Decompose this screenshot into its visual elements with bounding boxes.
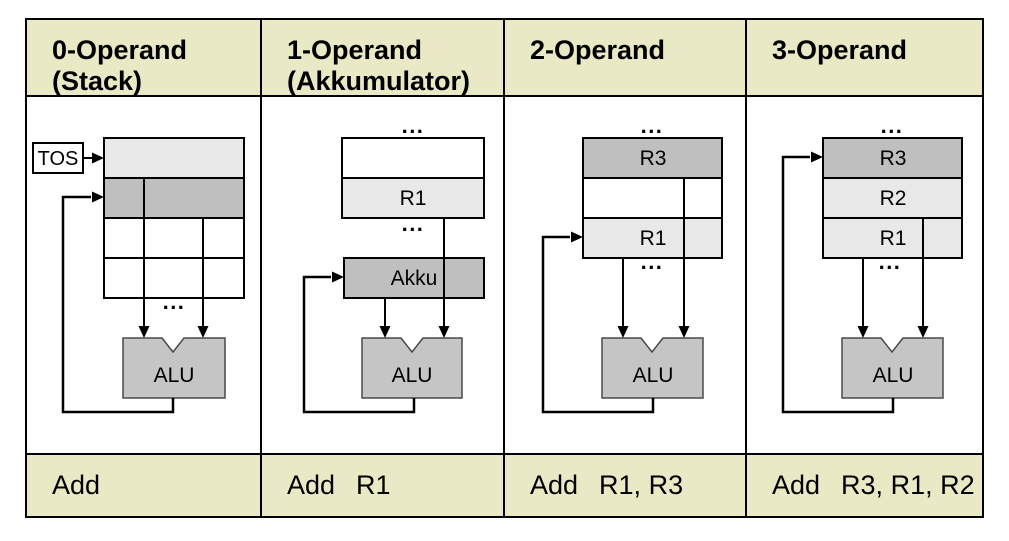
instruction-add-stack: Add: [27, 455, 262, 516]
instruction-operands: R1, R3: [599, 470, 684, 500]
arrow-down-icon: [617, 326, 629, 338]
arrow-right-icon: [811, 151, 823, 163]
result-feedback-line: [541, 235, 655, 414]
ellipsis-top: ...: [402, 113, 425, 138]
stack-cell-second: [103, 177, 245, 219]
arrow-right-icon: [332, 271, 344, 283]
alu-label: ALU: [154, 364, 195, 387]
alu-box: [841, 337, 944, 399]
register-r1-label: R1: [880, 227, 907, 250]
register-r2-label: R2: [880, 187, 907, 210]
stack-cell-top: [103, 137, 245, 179]
arrow-right-icon: [571, 231, 583, 243]
diagram-three-operand-architecture: ... R3 R2 R1 ... ALU: [747, 97, 982, 455]
header-1-operand: 1-Operand (Akkumulator): [262, 20, 505, 97]
register-cell-empty: [341, 137, 485, 179]
stack-cell-third: [103, 217, 245, 259]
alu-label: ALU: [873, 364, 914, 387]
result-feedback-line: [781, 155, 895, 414]
ellipsis-top: ...: [641, 113, 664, 138]
register-cell-r1: [341, 177, 485, 219]
alu-box: [601, 337, 704, 399]
ellipsis-middle: ...: [879, 249, 902, 274]
header-line1: 1-Operand: [287, 35, 423, 65]
akkumulator-architecture-drawing: ... R1 ... Akku ALU: [302, 113, 485, 414]
instruction-add-two-operand: Add R1, R3: [505, 455, 747, 516]
header-0-operand: 0-Operand (Stack): [27, 20, 262, 97]
ellipsis-bottom: ...: [163, 289, 186, 314]
register-r3-label: R3: [880, 147, 907, 170]
register-cell-r1: [582, 217, 723, 259]
arrow-down-icon: [197, 326, 209, 338]
header-line1: 2-Operand: [530, 35, 666, 65]
three-operand-architecture-drawing: ... R3 R2 R1 ... ALU: [781, 113, 963, 414]
arrow-down-icon: [438, 326, 450, 338]
diagram-two-operand-architecture: ... R3 R1 ... ALU: [505, 97, 747, 455]
instruction-add-three-operand: Add R3, R1, R2: [747, 455, 982, 516]
ellipsis-top: ...: [881, 113, 904, 138]
diagram-akkumulator-architecture: ... R1 ... Akku ALU: [262, 97, 505, 455]
ellipsis-middle: ...: [402, 211, 425, 236]
instruction-add-akku: Add R1: [262, 455, 505, 516]
alu-box: [122, 337, 226, 399]
operand-architecture-table: 0-Operand (Stack) 1-Operand (Akkumulator…: [25, 18, 984, 518]
header-3-operand: 3-Operand: [747, 20, 982, 97]
alu-label: ALU: [392, 364, 433, 387]
instruction-mnemonic: Add: [287, 470, 336, 500]
arrow-down-icon: [138, 326, 150, 338]
tos-label: TOS: [38, 148, 79, 170]
register-r1-label: R1: [400, 187, 427, 210]
alu-box: [361, 337, 463, 399]
arrow-down-icon: [857, 326, 869, 338]
diagram-stack-architecture: TOS ... ALU: [27, 97, 262, 455]
register-cell-r1: [822, 217, 963, 259]
header-line2: (Akkumulator): [287, 66, 471, 96]
alu-label: ALU: [633, 364, 674, 387]
header-line1: 3-Operand: [772, 35, 908, 65]
register-r1-label: R1: [640, 227, 667, 250]
register-cell-r2: [822, 177, 963, 219]
instruction-operands: R3, R1, R2: [841, 470, 975, 500]
akku-label: Akku: [391, 267, 438, 290]
register-cell-empty: [582, 177, 723, 219]
register-cell-r3: [822, 137, 963, 179]
result-feedback-line: [302, 275, 416, 414]
instruction-mnemonic: Add: [772, 470, 821, 500]
instruction-operands: R1: [356, 470, 391, 500]
arrow-right-icon: [92, 191, 104, 203]
header-2-operand: 2-Operand: [505, 20, 747, 97]
register-cell-r3: [582, 137, 723, 179]
ellipsis-middle: ...: [641, 249, 664, 274]
akku-box: [343, 257, 485, 299]
instruction-mnemonic: Add: [52, 470, 101, 500]
two-operand-architecture-drawing: ... R3 R1 ... ALU: [541, 113, 723, 414]
header-line2: (Stack): [52, 66, 143, 96]
register-r3-label: R3: [640, 147, 667, 170]
arrow-down-icon: [678, 326, 690, 338]
instruction-mnemonic: Add: [530, 470, 579, 500]
header-line1: 0-Operand: [52, 35, 188, 65]
arrow-down-icon: [379, 326, 391, 338]
arrow-right-icon: [92, 152, 104, 164]
stack-cell-fourth: [103, 257, 245, 299]
stack-architecture-drawing: TOS ... ALU: [32, 137, 245, 414]
arrow-down-icon: [917, 326, 929, 338]
result-feedback-line: [61, 195, 175, 414]
